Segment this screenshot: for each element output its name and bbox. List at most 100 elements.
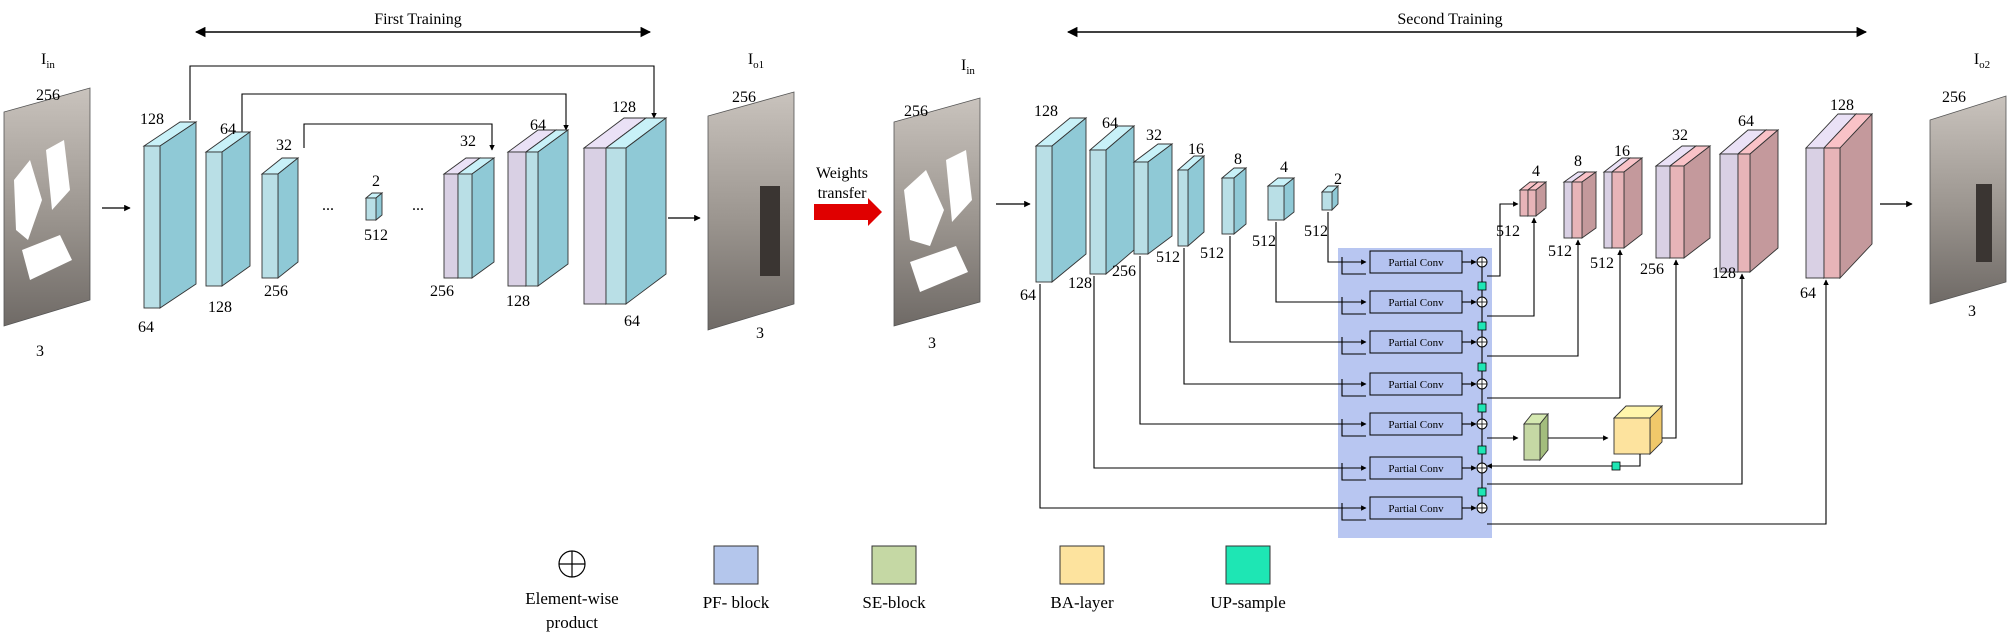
enc2-block-64 — [1088, 125, 1136, 275]
legend-label-1: PF- block — [703, 593, 770, 612]
legend-swatch-4 — [1225, 545, 1271, 585]
dec-64-bottom: 128 — [506, 293, 530, 310]
input-1-top: 256 — [36, 87, 60, 104]
legend-swatch-2 — [871, 545, 917, 585]
dec2-16-top: 16 — [1614, 143, 1630, 160]
prod-to-dec-128 — [1487, 279, 1829, 525]
enc2-block-2 — [1320, 184, 1340, 212]
enc-to-pf-5 — [1139, 256, 1367, 427]
partial-conv-label-3: Partial Conv — [1388, 337, 1444, 349]
dec2-8-bottom: 512 — [1548, 243, 1572, 260]
dec2-128-bottom: 64 — [1800, 285, 1816, 302]
pf-left-bracket-5 — [1341, 419, 1366, 437]
enc2-128-bottom: 64 — [1020, 287, 1036, 304]
ellipsis-left: ... — [322, 197, 334, 214]
output-2-bottom: 3 — [1968, 303, 1976, 320]
output-2-door — [1976, 184, 1992, 262]
enc-128-bottom: 64 — [138, 319, 154, 336]
legend-swatch-3 — [1059, 545, 1105, 585]
svg-text:Iin: Iin — [41, 51, 55, 71]
output-1-bottom: 3 — [756, 325, 764, 342]
prod-to-dec-4 — [1487, 201, 1519, 277]
dec-128-bottom: 64 — [624, 313, 640, 330]
dec2-block-64b — [1736, 129, 1780, 273]
input-image-2: Iin 256 3 — [893, 57, 981, 352]
dec2-block-8b — [1570, 171, 1598, 239]
pf-left-bracket-6 — [1341, 463, 1366, 481]
enc2-8-bottom: 512 — [1200, 245, 1224, 262]
decoder-block-64b — [524, 129, 570, 287]
enc-to-pf-2 — [1275, 222, 1367, 305]
pf-left-bracket-4 — [1341, 379, 1366, 397]
partial-conv-label-1: Partial Conv — [1388, 257, 1444, 269]
dec2-32-top: 32 — [1672, 127, 1688, 144]
partial-conv-label-4: Partial Conv — [1388, 379, 1444, 391]
output-photo-2 — [1929, 95, 2007, 305]
second-training-header: Second Training — [1066, 11, 1868, 38]
dec2-8-top: 8 — [1574, 153, 1582, 170]
pf-left-bracket-3 — [1341, 337, 1366, 355]
enc2-2-top: 2 — [1334, 171, 1342, 188]
weights-transfer-line2: transfer — [818, 185, 868, 202]
output-image-1: Io1 256 3 — [707, 51, 795, 342]
up-sample-icon — [1477, 487, 1487, 497]
enc-32-top: 32 — [276, 137, 292, 154]
enc-32-bottom: 256 — [264, 283, 288, 300]
prod-to-dec-4b — [1487, 217, 1537, 317]
dec2-block-4b — [1526, 181, 1548, 217]
legend-label-4: UP-sample — [1210, 593, 1286, 612]
enc2-32-bottom: 256 — [1112, 263, 1136, 280]
se-block — [1523, 412, 1549, 462]
output-1-label: I — [748, 51, 753, 68]
output-1-sub: o1 — [753, 59, 764, 71]
ellipsis-right: ... — [412, 197, 424, 214]
enc2-block-128 — [1034, 117, 1088, 283]
decoder-block-128b — [604, 117, 668, 305]
weights-transfer-arrow — [814, 198, 882, 226]
enc2-16-top: 16 — [1188, 141, 1204, 158]
first-training-header: First Training — [194, 11, 652, 38]
up-sample-icon — [1477, 281, 1487, 291]
enc-to-pf-4 — [1183, 248, 1367, 387]
dec2-16-bottom: 512 — [1590, 255, 1614, 272]
output-2-top: 256 — [1942, 89, 1966, 106]
enc2-64-bottom: 128 — [1068, 275, 1092, 292]
output-image-2: Io2 256 3 — [1929, 51, 2007, 320]
output-photo-1 — [707, 91, 795, 331]
enc2-block-8 — [1220, 167, 1248, 235]
enc-to-pf-7 — [1039, 284, 1367, 511]
input-photo-1 — [3, 87, 91, 327]
dec2-4-top: 4 — [1532, 163, 1540, 180]
enc2-8-top: 8 — [1234, 151, 1242, 168]
input-mask-1 — [14, 140, 72, 280]
prod-to-dec-16 — [1487, 249, 1623, 399]
enc2-block-4 — [1266, 177, 1296, 221]
input-1-bottom: 3 — [36, 343, 44, 360]
input-2-sub: in — [966, 65, 975, 77]
output-2-label: I — [1974, 51, 1979, 68]
ba-layer — [1612, 404, 1664, 456]
dec2-block-32b — [1668, 145, 1712, 259]
weights-transfer: Weights transfer — [814, 165, 882, 226]
partial-conv-label-6: Partial Conv — [1388, 463, 1444, 475]
output-1-top: 256 — [732, 89, 756, 106]
input-mask-2 — [904, 150, 972, 292]
bottleneck-block-2 — [364, 192, 384, 221]
enc2-block-32 — [1132, 143, 1174, 255]
partial-conv-label-7: Partial Conv — [1388, 503, 1444, 515]
pf-left-bracket-1 — [1341, 257, 1366, 275]
enc2-16-bottom: 512 — [1156, 249, 1180, 266]
enc2-4-bottom: 512 — [1252, 233, 1276, 250]
partial-conv-label-2: Partial Conv — [1388, 297, 1444, 309]
up-sample-icon — [1477, 321, 1487, 331]
decoder-block-32b — [456, 157, 496, 279]
dec-32-bottom: 256 — [430, 283, 454, 300]
input-2-bottom: 3 — [928, 335, 936, 352]
svg-text:Io1: Io1 — [748, 51, 764, 71]
up-sample-icon — [1611, 461, 1621, 471]
weights-transfer-line1: Weights — [816, 165, 868, 182]
legend-label-0-b: product — [546, 613, 598, 632]
